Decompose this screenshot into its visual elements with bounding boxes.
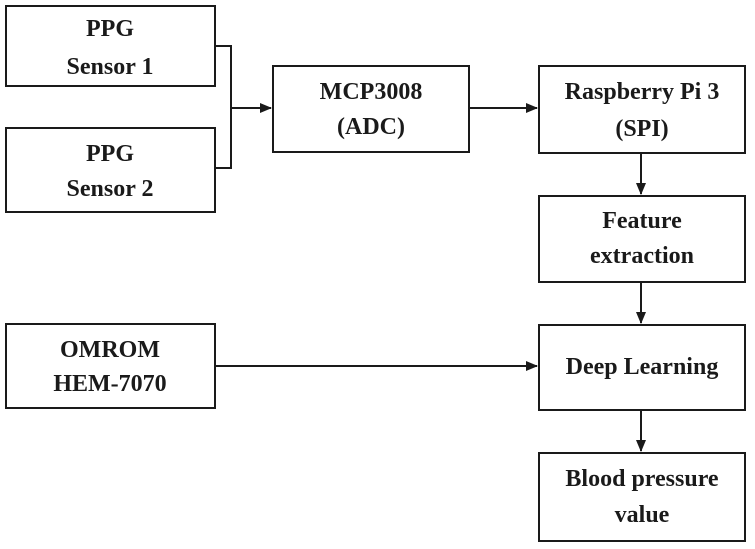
node-blood-pressure-value-line1: Blood pressure (565, 466, 718, 492)
node-mcp3008-adc-line1: MCP3008 (320, 79, 423, 105)
node-feature-extraction-line2: extraction (590, 243, 694, 269)
node-deep-learning-line1: Deep Learning (566, 354, 719, 380)
node-omrom-hem7070-line2: HEM-7070 (53, 371, 166, 397)
node-raspberry-pi: Raspberry Pi 3 (SPI) (538, 65, 746, 154)
node-ppg-sensor-1: PPG Sensor 1 (5, 5, 216, 87)
edge-ppg1-to-adc (215, 45, 232, 108)
node-ppg-sensor-2-line2: Sensor 2 (67, 176, 154, 202)
edge-ppg2-to-adc (215, 108, 232, 169)
node-mcp3008-adc: MCP3008 (ADC) (272, 65, 470, 153)
node-raspberry-pi-line2: (SPI) (615, 116, 668, 142)
node-feature-extraction: Feature extraction (538, 195, 746, 283)
node-omrom-hem7070-line1: OMROM (60, 337, 160, 363)
node-blood-pressure-value: Blood pressure value (538, 452, 746, 542)
node-ppg-sensor-2: PPG Sensor 2 (5, 127, 216, 213)
node-ppg-sensor-1-line1: PPG (86, 16, 134, 42)
node-feature-extraction-line1: Feature (602, 208, 682, 234)
node-blood-pressure-value-line2: value (615, 502, 670, 528)
node-omrom-hem7070: OMROM HEM-7070 (5, 323, 216, 409)
node-mcp3008-adc-line2: (ADC) (337, 114, 405, 140)
node-deep-learning: Deep Learning (538, 324, 746, 411)
node-ppg-sensor-1-line2: Sensor 1 (67, 54, 154, 80)
node-raspberry-pi-line1: Raspberry Pi 3 (565, 79, 720, 105)
node-ppg-sensor-2-line1: PPG (86, 141, 134, 167)
